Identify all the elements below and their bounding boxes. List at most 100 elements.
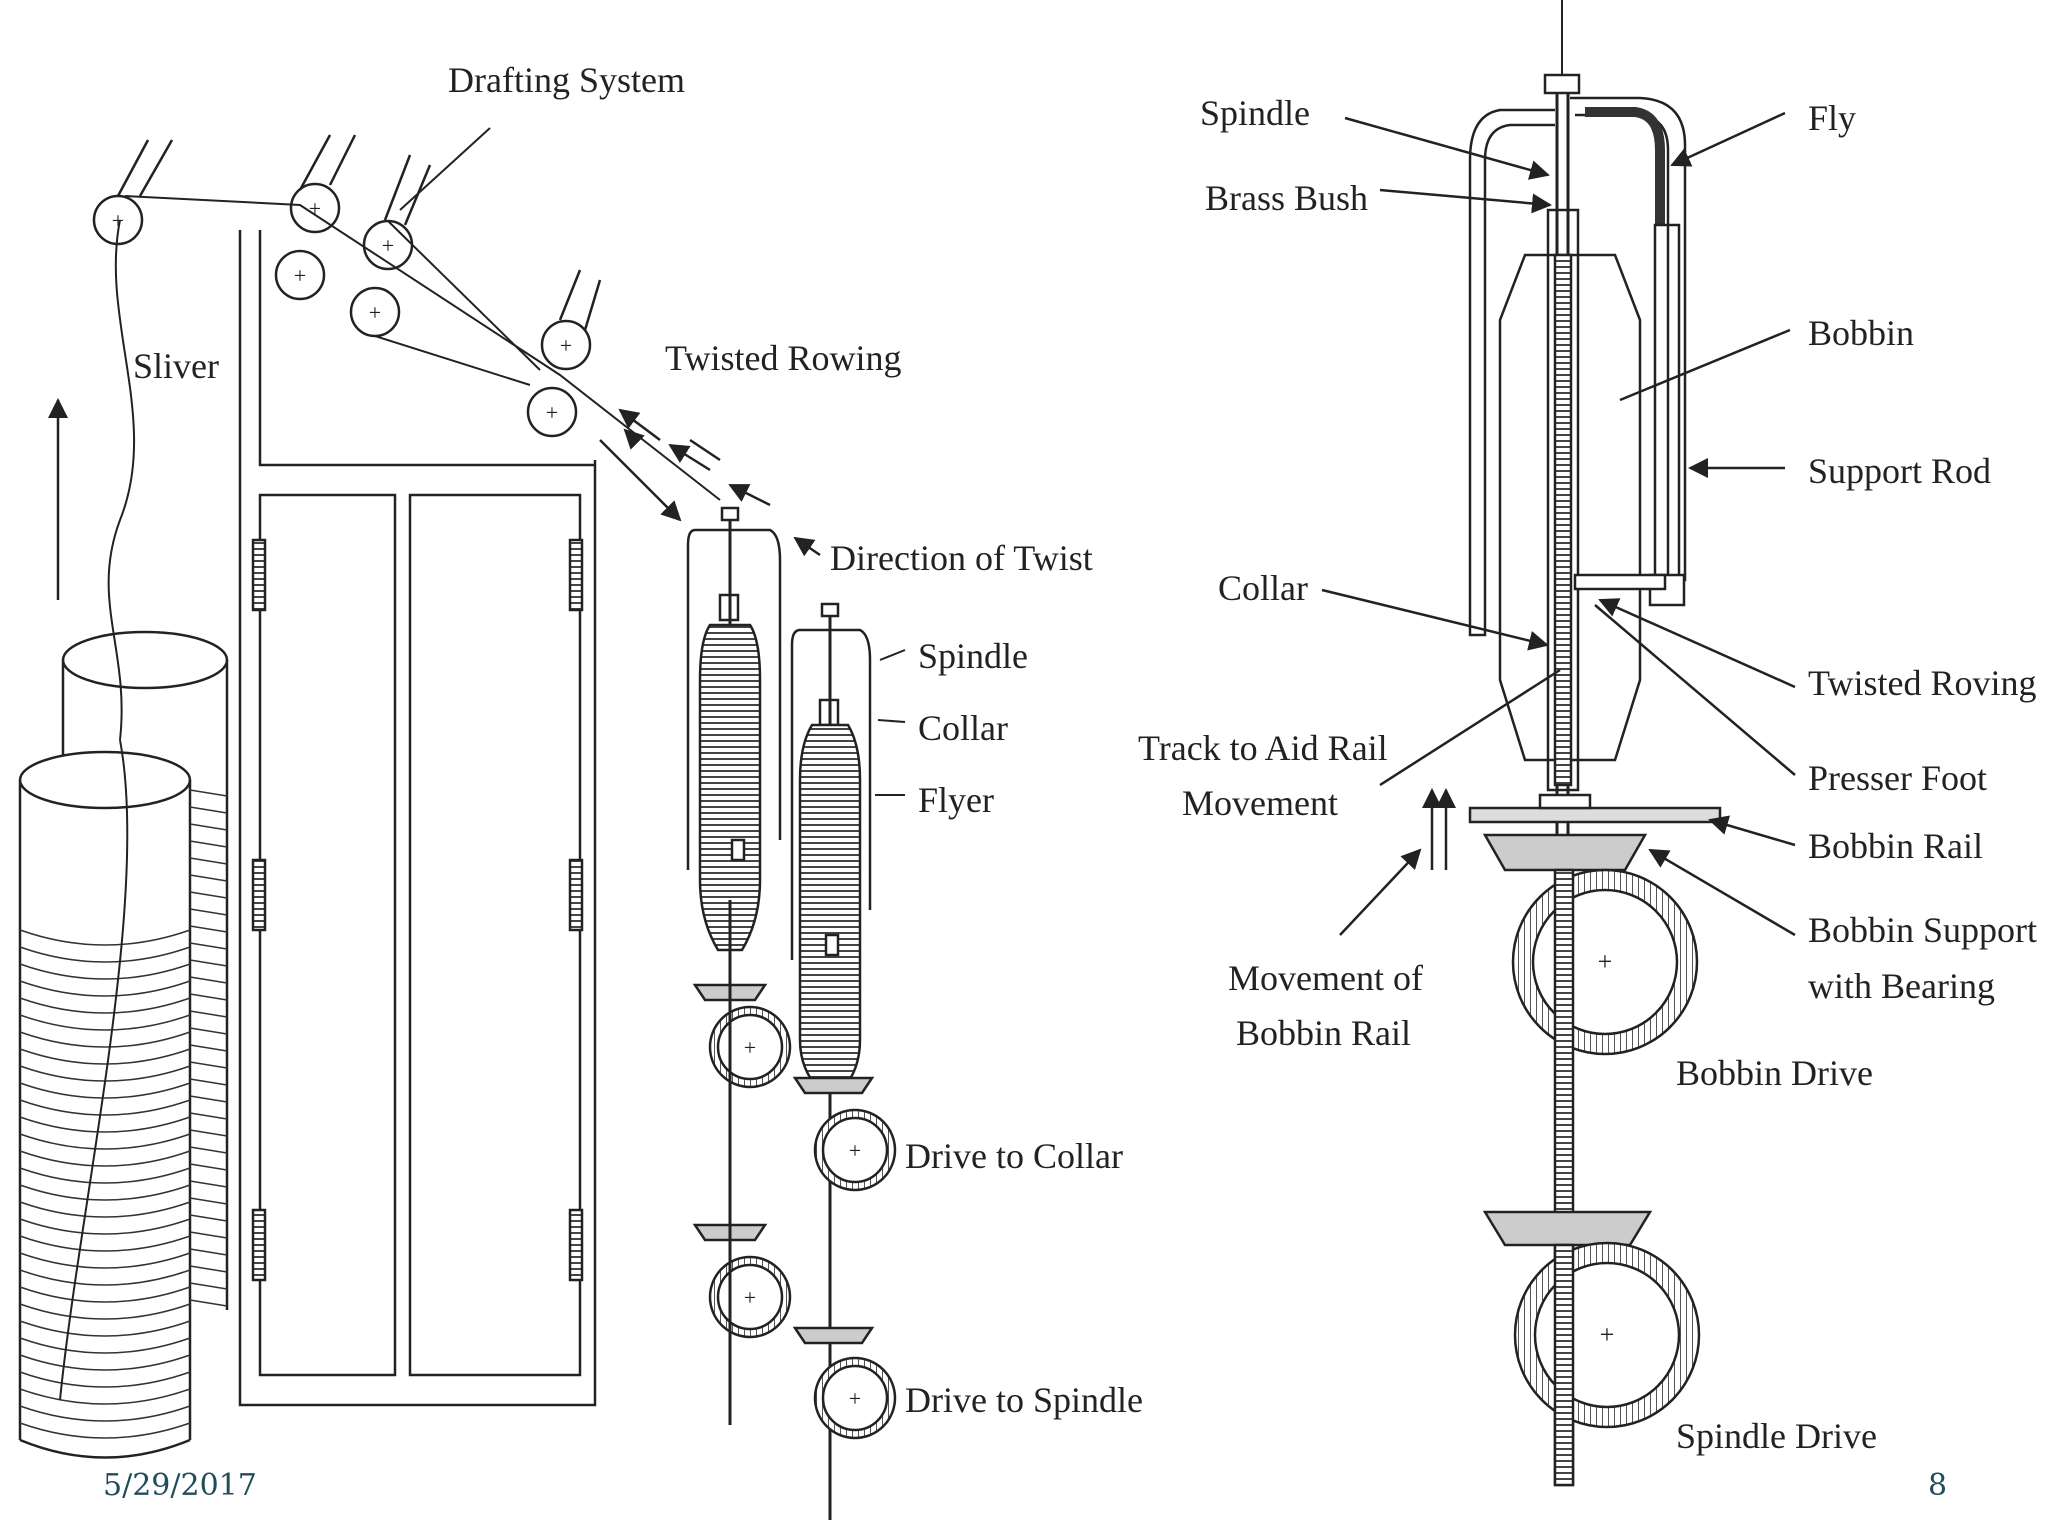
right-labels: Spindle Brass Bush Fly Bobbin Support Ro… <box>1138 93 2037 1456</box>
flyer-arm-left <box>1468 108 1555 637</box>
can-ring <box>189 857 228 865</box>
can-ring <box>19 1184 191 1201</box>
label-movement-line1: Movement of <box>1228 958 1423 998</box>
label-spindle-right: Spindle <box>1200 93 1310 133</box>
label-bobbin: Bobbin <box>1808 313 1914 353</box>
sliver-line <box>59 219 136 1401</box>
svg-text:+: + <box>849 1386 861 1411</box>
can-ring <box>189 959 228 967</box>
can-ring <box>189 1299 228 1307</box>
label-bobbin-support-line2: with Bearing <box>1808 966 1995 1006</box>
can-ring <box>19 1286 191 1303</box>
right-flyer-detail-diagram: + + <box>1422 0 1722 1487</box>
can-ring <box>189 925 228 933</box>
can-ring <box>189 874 228 882</box>
svg-text:+: + <box>1600 1320 1615 1349</box>
label-fly: Fly <box>1808 98 1856 138</box>
svg-text:+: + <box>382 233 394 258</box>
spindle-drive-bevel <box>1482 1210 1653 1247</box>
can-ring <box>19 1235 191 1252</box>
can-ring <box>189 1027 228 1035</box>
machine-frame <box>238 230 597 1407</box>
drafting-rollers: + + + + + + <box>274 134 602 438</box>
svg-text:+: + <box>294 263 306 288</box>
svg-text:+: + <box>546 400 558 425</box>
label-bobbin-support-line1: Bobbin Support <box>1808 910 2037 950</box>
can-ring <box>19 980 191 997</box>
can-ring <box>189 1163 228 1171</box>
can-ring <box>189 1248 228 1256</box>
label-track-line2: Movement <box>1182 783 1338 823</box>
can-ring <box>19 1422 191 1439</box>
svg-text:+: + <box>309 196 321 221</box>
footer-date: 5/29/2017 <box>103 1468 257 1503</box>
spindle-top-cap <box>1543 73 1581 95</box>
can-ring <box>19 929 191 946</box>
flyer-unit-1: + + <box>686 506 792 1425</box>
can-ring <box>189 823 228 831</box>
label-bobbin-drive: Bobbin Drive <box>1676 1053 1873 1093</box>
svg-text:+: + <box>744 1285 756 1310</box>
can-ring <box>19 1031 191 1048</box>
can-ring <box>189 942 228 950</box>
can-ring <box>189 1112 228 1120</box>
label-twisted-roving: Twisted Roving <box>1808 663 2036 703</box>
can-ring <box>189 1180 228 1188</box>
label-flyer: Flyer <box>918 780 994 820</box>
can-ring <box>19 1354 191 1371</box>
label-collar-left: Collar <box>918 708 1008 748</box>
can-ring <box>189 1146 228 1154</box>
can-ring <box>189 891 228 899</box>
left-roving-frame-diagram: + + + + + + + <box>18 127 906 1520</box>
label-track-line1: Track to Aid Rail <box>1138 728 1388 768</box>
can-ring <box>189 976 228 984</box>
can-ring <box>189 1265 228 1273</box>
bobbin-rail <box>1468 806 1722 824</box>
svg-text:+: + <box>1598 947 1613 976</box>
left-label-leaders <box>875 649 906 796</box>
right-label-leaders <box>1321 111 1796 937</box>
can-ring <box>189 1282 228 1290</box>
drafting-system-leader <box>399 127 491 211</box>
can-ring <box>19 1150 191 1167</box>
label-collar-right: Collar <box>1218 568 1308 608</box>
label-direction-of-twist: Direction of Twist <box>830 538 1093 578</box>
can-ring <box>189 1078 228 1086</box>
can-ring <box>189 1231 228 1239</box>
can-ring <box>19 1371 191 1388</box>
left-labels: Drafting System Sliver Twisted Rowing Di… <box>133 60 1143 1420</box>
twist-direction-arrows <box>599 408 821 557</box>
bobbin-rack-track <box>1553 253 1573 787</box>
can-ring <box>189 1197 228 1205</box>
can-ring <box>189 1044 228 1052</box>
can-ring <box>189 1095 228 1103</box>
label-brass-bush: Brass Bush <box>1205 178 1368 218</box>
label-drive-to-collar: Drive to Collar <box>905 1136 1123 1176</box>
label-drafting-system: Drafting System <box>448 60 685 100</box>
can-ring <box>189 789 228 797</box>
can-ring <box>19 1252 191 1269</box>
label-sliver: Sliver <box>133 346 219 386</box>
label-drive-to-spindle: Drive to Spindle <box>905 1380 1143 1420</box>
bobbin-body <box>1498 253 1642 762</box>
flyer-unit-2: + + <box>790 602 897 1520</box>
can-ring <box>19 1014 191 1031</box>
footer-page-number: 8 <box>1928 1468 1948 1503</box>
label-spindle-drive: Spindle Drive <box>1676 1416 1877 1456</box>
can-ring <box>19 1133 191 1150</box>
can-ring <box>19 1218 191 1235</box>
can-ring <box>19 963 191 980</box>
label-movement-line2: Bobbin Rail <box>1236 1013 1411 1053</box>
can-ring <box>19 1405 191 1422</box>
can-ring <box>19 997 191 1014</box>
bobbin-support-bearing <box>1482 833 1648 872</box>
label-bobbin-rail: Bobbin Rail <box>1808 826 1983 866</box>
can-ring <box>19 1116 191 1133</box>
can-ring <box>19 1167 191 1184</box>
can-ring <box>19 1082 191 1099</box>
label-twisted-rowing: Twisted Rowing <box>665 338 901 378</box>
can-ring <box>19 1269 191 1286</box>
can-ring <box>189 1010 228 1018</box>
svg-text:+: + <box>369 300 381 325</box>
